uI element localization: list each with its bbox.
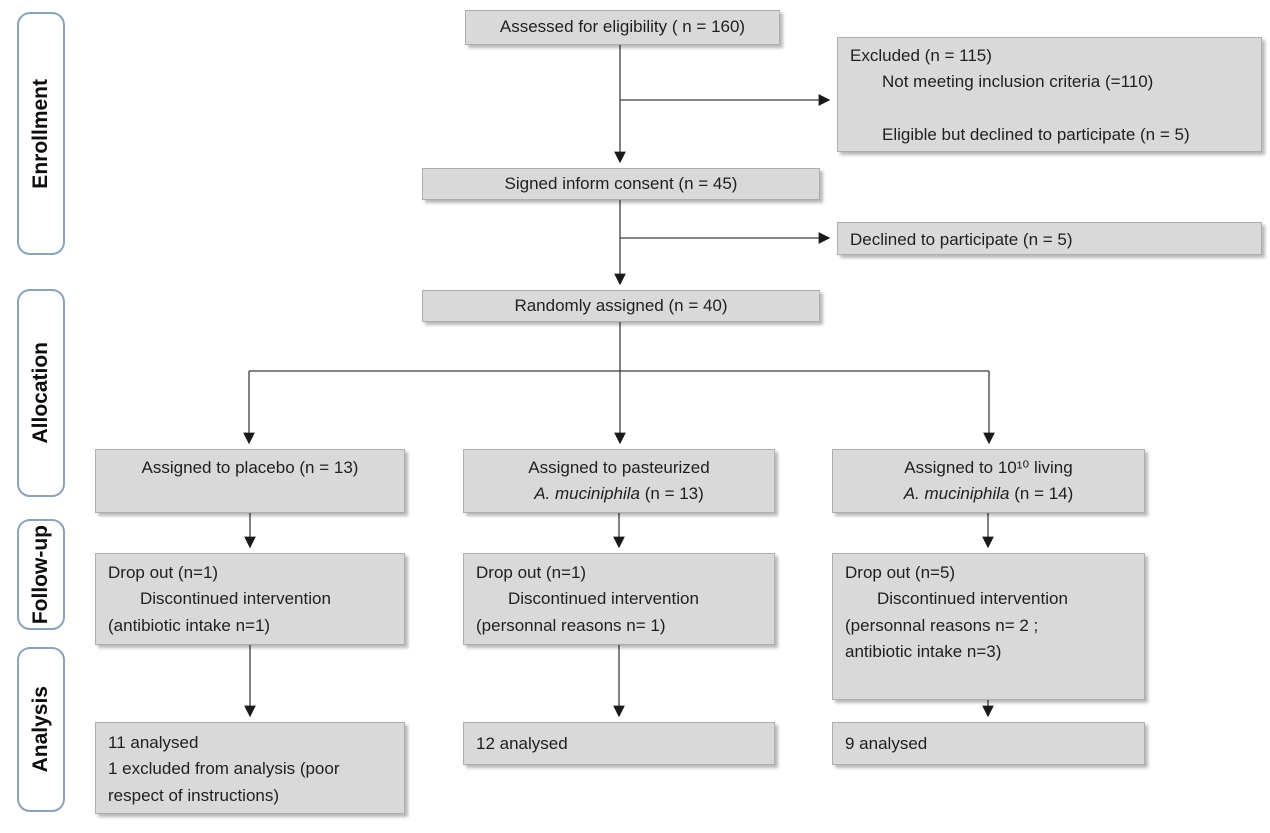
species-name: A. muciniphila xyxy=(903,484,1010,504)
box-text: Assessed for eligibility ( n = 160) xyxy=(499,17,746,37)
box-declined-participate: Declined to participate (n = 5) xyxy=(837,222,1262,255)
box-text: Declined to participate (n = 5) xyxy=(850,230,1073,249)
dropout-detail-1: Discontinued intervention xyxy=(140,589,331,609)
box-text-line2: A. muciniphila (n = 14) xyxy=(833,481,1144,507)
analysed-note-1: 1 excluded from analysis (poor xyxy=(108,759,340,779)
box-signed-consent: Signed inform consent (n = 45) xyxy=(422,168,820,200)
box-dropout-living: Drop out (n=5) Discontinued intervention… xyxy=(832,553,1145,700)
analysed-count: 12 analysed xyxy=(476,734,568,753)
analysed-count: 11 analysed xyxy=(108,733,199,752)
box-text: Randomly assigned (n = 40) xyxy=(514,295,728,315)
box-assigned-living: Assigned to 10¹⁰ living A. muciniphila (… xyxy=(832,449,1145,513)
analysed-count: 9 analysed xyxy=(845,734,928,753)
box-text: Signed inform consent (n = 45) xyxy=(504,173,738,193)
stage-label-analysis: Analysis xyxy=(17,647,65,812)
box-text-line1: Assigned to 10¹⁰ living xyxy=(904,458,1073,477)
box-randomly-assigned: Randomly assigned (n = 40) xyxy=(422,290,820,322)
dropout-total: Drop out (n=5) xyxy=(845,563,956,582)
excluded-reason-1: Not meeting inclusion criteria (=110) xyxy=(882,72,1154,92)
dropout-detail-1: Discontinued intervention xyxy=(877,589,1068,609)
box-dropout-pasteurized: Drop out (n=1) Discontinued intervention… xyxy=(463,553,775,645)
box-text-line1: Assigned to pasteurized xyxy=(528,458,710,477)
stage-label-followup: Follow-up xyxy=(17,519,65,630)
species-count: (n = 13) xyxy=(640,484,704,504)
stage-label-allocation: Allocation xyxy=(17,289,65,497)
species-count: (n = 14) xyxy=(1009,484,1074,504)
box-dropout-placebo: Drop out (n=1) Discontinued intervention… xyxy=(95,553,405,645)
excluded-total: Excluded (n = 115) xyxy=(850,46,992,65)
dropout-detail-3: antibiotic intake n=3) xyxy=(845,642,1002,662)
stage-label-text: Allocation xyxy=(29,342,52,444)
dropout-total: Drop out (n=1) xyxy=(108,563,219,582)
dropout-total: Drop out (n=1) xyxy=(476,563,587,582)
dropout-detail-1: Discontinued intervention xyxy=(508,589,699,609)
box-assigned-pasteurized: Assigned to pasteurized A. muciniphila (… xyxy=(463,449,775,513)
dropout-detail-2: (antibiotic intake n=1) xyxy=(108,615,271,635)
stage-label-text: Analysis xyxy=(29,686,52,773)
box-analysed-living: 9 analysed xyxy=(832,722,1145,765)
species-name: A. muciniphila xyxy=(534,484,641,504)
box-assessed-eligibility: Assessed for eligibility ( n = 160) xyxy=(465,10,780,45)
stage-label-text: Follow-up xyxy=(29,524,52,625)
box-analysed-placebo: 11 analysed 1 excluded from analysis (po… xyxy=(95,722,405,814)
dropout-detail-2: (personnal reasons n= 1) xyxy=(476,615,666,635)
analysed-note-2: respect of instructions) xyxy=(108,785,280,805)
box-assigned-placebo: Assigned to placebo (n = 13) xyxy=(95,449,405,513)
stage-label-enrollment: Enrollment xyxy=(17,12,65,255)
stage-label-text: Enrollment xyxy=(29,78,52,189)
box-excluded: Excluded (n = 115) Not meeting inclusion… xyxy=(837,37,1262,152)
box-text-line2: A. muciniphila (n = 13) xyxy=(464,481,774,507)
box-analysed-pasteurized: 12 analysed xyxy=(463,722,775,765)
box-text: Assigned to placebo (n = 13) xyxy=(141,458,359,477)
dropout-detail-2: (personnal reasons n= 2 ; xyxy=(845,615,1039,635)
excluded-reason-2: Eligible but declined to participate (n … xyxy=(882,124,1190,144)
